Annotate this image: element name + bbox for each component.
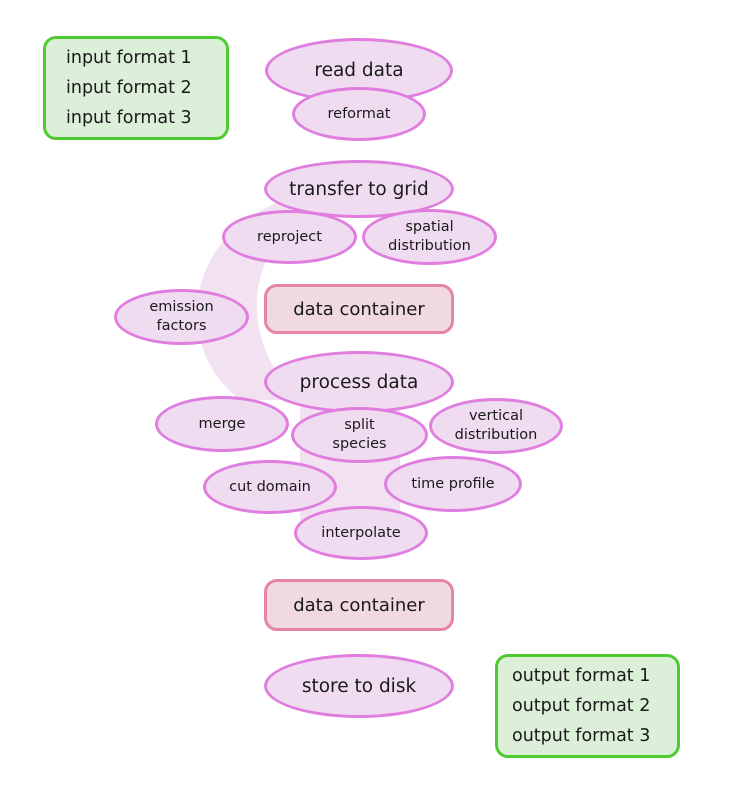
store-to-disk-label: store to disk [301, 675, 417, 697]
output-formats-box: output format 1 output format 2 output f… [495, 654, 680, 758]
merge-label: merge [198, 415, 246, 432]
cut-domain-label: cut domain [229, 478, 311, 495]
input-format-1: input format 1 [66, 48, 192, 68]
data-container-2: data container [264, 579, 454, 631]
time-profile-label: time profile [411, 475, 495, 492]
input-formats-box: input format 1 input format 2 input form… [43, 36, 229, 140]
data-container-1-label: data container [293, 298, 425, 320]
interpolate-step: interpolate [294, 506, 428, 560]
merge-step: merge [155, 396, 289, 452]
split-species-step: split species [291, 407, 428, 463]
reformat-label: reformat [327, 105, 391, 122]
input-format-3: input format 3 [66, 108, 192, 128]
spatial-distribution-step: spatial distribution [362, 209, 497, 265]
process-data-step: process data [264, 351, 454, 413]
emission-factors-label-2: factors [156, 318, 207, 334]
output-format-3: output format 3 [512, 726, 651, 746]
input-format-2: input format 2 [66, 78, 192, 98]
output-format-1: output format 1 [512, 666, 651, 686]
data-container-2-label: data container [293, 594, 425, 616]
output-format-2: output format 2 [512, 696, 651, 716]
emission-factors-label-1: emission [149, 299, 214, 315]
transfer-to-grid-label: transfer to grid [289, 178, 429, 200]
cut-domain-step: cut domain [203, 460, 337, 514]
reproject-label: reproject [257, 228, 322, 245]
vertical-distribution-step: vertical distribution [429, 398, 563, 454]
flow-arc [196, 200, 300, 400]
vertical-distribution-label-2: distribution [454, 427, 538, 443]
vertical-distribution-label-1: vertical [468, 408, 524, 424]
time-profile-step: time profile [384, 456, 522, 512]
interpolate-label: interpolate [321, 524, 401, 541]
process-data-label: process data [299, 371, 419, 393]
store-to-disk-step: store to disk [264, 654, 454, 718]
split-species-label-2: species [332, 436, 387, 452]
spatial-distribution-label-2: distribution [388, 238, 471, 254]
data-container-1: data container [264, 284, 454, 334]
emission-factors-step: emission factors [114, 289, 249, 345]
split-species-label-1: split [344, 417, 375, 433]
reformat-step: reformat [292, 87, 426, 141]
reproject-step: reproject [222, 210, 357, 264]
read-data-label: read data [314, 60, 404, 81]
spatial-distribution-label-1: spatial [405, 219, 454, 235]
